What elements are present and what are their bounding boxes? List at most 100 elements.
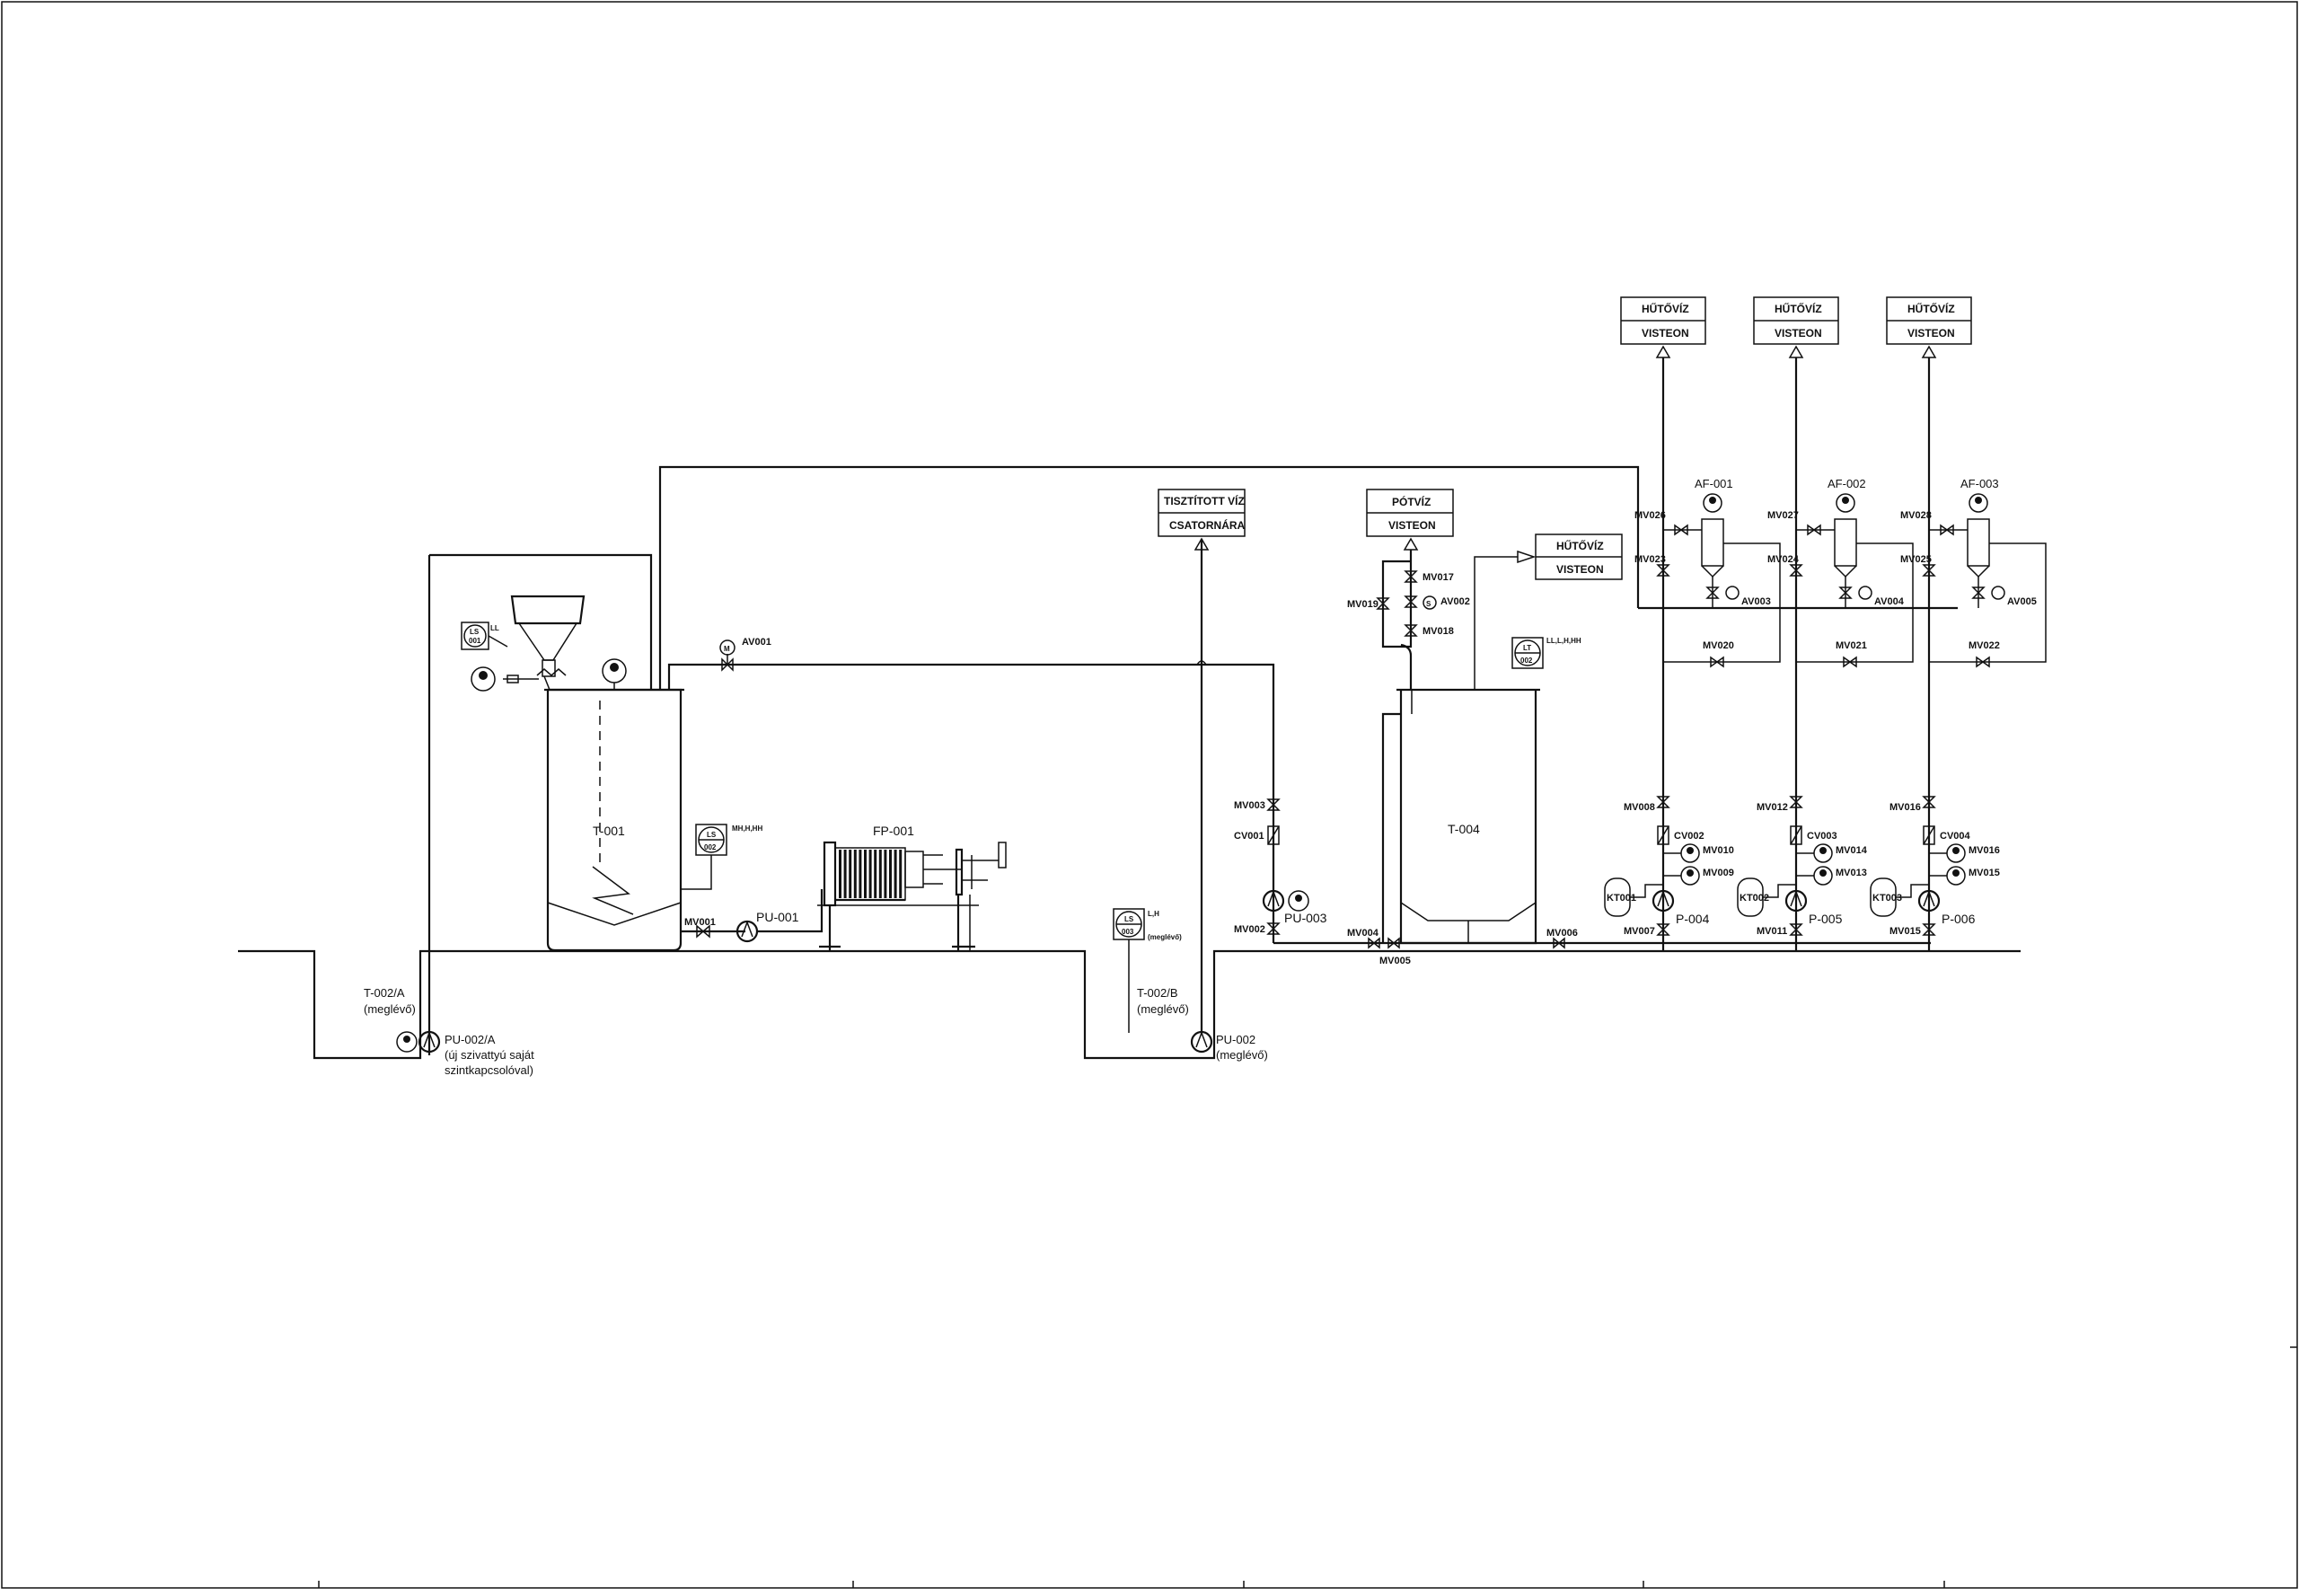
pi-a-1-icon — [1680, 843, 1700, 863]
pu001-pump[interactable]: PU-001 — [736, 910, 799, 943]
valve-bypass-label-2: MV021 — [1836, 640, 1867, 651]
valve-mid-3[interactable] — [1922, 564, 1936, 577]
pump-label-2: P-005 — [1809, 912, 1843, 926]
kt-label-1: KT001 — [1607, 893, 1636, 904]
mv004-valve[interactable]: MV004 — [1347, 928, 1380, 949]
svg-text:LL,L,H,HH: LL,L,H,HH — [1546, 637, 1581, 645]
af-filter-2-bottom — [1834, 565, 1857, 578]
av-valve-3[interactable] — [1971, 586, 1986, 599]
filter-plate — [868, 850, 872, 898]
filter-plate — [843, 850, 847, 898]
av-valve-2[interactable] — [1838, 586, 1853, 599]
line-kt-2 — [1763, 884, 1796, 898]
lt002-instrument: LT 002 LL,L,H,HH — [1511, 637, 1581, 669]
line-af-2-bypass-out — [1856, 542, 1914, 663]
check-valve-2[interactable] — [1790, 825, 1802, 845]
valve-bottom-3[interactable] — [1922, 923, 1936, 936]
arrow-hutoviz-2 — [1788, 345, 1804, 358]
pi-b-2-icon-dot — [1819, 869, 1827, 877]
valve-bypass-3[interactable] — [1976, 656, 1990, 668]
af-filter-2 — [1834, 518, 1857, 567]
box-hutoviz-3-line2: VISTEON — [1907, 327, 1955, 339]
svg-text:CV001: CV001 — [1234, 831, 1264, 842]
pi-a-label-3: MV016 — [1969, 845, 2000, 856]
af-label-1: AF-001 — [1695, 477, 1733, 490]
svg-text:AV001: AV001 — [742, 637, 771, 648]
af-label-2: AF-002 — [1828, 477, 1866, 490]
pi-a-label-1: MV010 — [1703, 845, 1734, 856]
valve-top-3[interactable] — [1940, 524, 1954, 536]
valve-lower-3[interactable] — [1922, 796, 1936, 808]
pump-3-arrow — [1923, 889, 1935, 907]
line-t004-fill — [1381, 712, 1401, 943]
filter-plate — [853, 850, 857, 898]
svg-text:T-002/A: T-002/A — [364, 986, 405, 1000]
af-2-instrument-icon — [1836, 493, 1855, 513]
pump-1-arrow — [1657, 889, 1669, 907]
pump-label-3: P-006 — [1942, 912, 1976, 926]
svg-text:S: S — [1426, 600, 1431, 608]
valve-top-label-3: MV028 — [1900, 510, 1932, 521]
line-bypass-1 — [1662, 608, 1746, 663]
valve-bypass-2[interactable] — [1843, 656, 1857, 668]
filter-plate — [878, 850, 882, 898]
mv018-valve[interactable]: MV018 — [1404, 624, 1454, 637]
valve-top-1[interactable] — [1674, 524, 1688, 536]
pu002-pump[interactable]: PU-002 (meglévő) — [1190, 1030, 1268, 1062]
valve-mid-label-1: MV023 — [1634, 554, 1666, 565]
valve-bypass-1[interactable] — [1710, 656, 1724, 668]
av-valve-1[interactable] — [1705, 586, 1720, 599]
kt-label-3: KT003 — [1872, 893, 1902, 904]
arrow-hutoviz-1 — [1655, 345, 1671, 358]
svg-text:003: 003 — [1122, 928, 1134, 936]
svg-text:LT: LT — [1523, 644, 1531, 652]
valve-lower-2[interactable] — [1789, 796, 1803, 808]
pu003-pump[interactable]: PU-003 — [1262, 889, 1327, 925]
valve-mid-1[interactable] — [1656, 564, 1670, 577]
valve-bottom-1[interactable] — [1656, 923, 1670, 936]
check-valve-label-1: CV002 — [1674, 831, 1704, 842]
svg-text:CSATORNÁRA: CSATORNÁRA — [1169, 518, 1246, 532]
svg-text:PU-003: PU-003 — [1284, 911, 1327, 925]
valve-top-2[interactable] — [1807, 524, 1821, 536]
arrow-hutoviz-3 — [1921, 345, 1937, 358]
af-3-instrument-icon-dot — [1975, 497, 1982, 504]
svg-text:(meglévő): (meglévő) — [1137, 1002, 1189, 1016]
mv006-valve[interactable]: MV006 — [1546, 928, 1578, 949]
af-1-instrument-icon-dot — [1709, 497, 1716, 504]
svg-text:(meglévő): (meglévő) — [364, 1002, 416, 1016]
cv001-valve[interactable]: CV001 — [1234, 825, 1280, 845]
valve-bottom-label-1: MV007 — [1624, 926, 1655, 937]
af-3-instrument-icon — [1969, 493, 1988, 513]
check-valve-3[interactable] — [1923, 825, 1935, 845]
filter-plate — [849, 850, 852, 898]
check-valve-1[interactable] — [1657, 825, 1669, 845]
mv002-valve[interactable]: MV002 — [1234, 922, 1281, 935]
line-t001-loop-left — [429, 553, 653, 690]
svg-text:FP-001: FP-001 — [873, 824, 914, 838]
mv017-valve[interactable]: MV017 — [1404, 570, 1454, 583]
pi-a-2-icon — [1813, 843, 1833, 863]
valve-mid-2[interactable] — [1789, 564, 1803, 577]
mv005-valve[interactable]: MV005 — [1379, 937, 1411, 966]
pu002a-pump[interactable]: PU-002/A (új szivattyú saját szintkapcso… — [396, 1030, 534, 1077]
valve-lower-label-3: MV016 — [1889, 802, 1921, 813]
valve-bottom-2[interactable] — [1789, 923, 1803, 936]
pi-b-label-2: MV013 — [1836, 868, 1867, 878]
box-hutoviz-2-line2: VISTEON — [1775, 327, 1822, 339]
t002a-sump: T-002/A (meglévő) — [364, 986, 416, 1016]
ground-level-line — [238, 949, 2021, 1060]
mv001-valve[interactable]: MV001 — [684, 917, 716, 939]
av001-valve[interactable]: M AV001 — [719, 637, 771, 672]
mv003-valve[interactable]: MV003 — [1234, 798, 1281, 811]
valve-lower-1[interactable] — [1656, 796, 1670, 808]
fp001-filter-press: FP-001 — [817, 824, 1007, 950]
av002-valve[interactable]: S AV002 — [1404, 595, 1470, 610]
svg-text:LL: LL — [490, 624, 499, 632]
valve-lower-label-1: MV008 — [1624, 802, 1655, 813]
line-crossover — [1196, 660, 1207, 666]
mv019-valve[interactable]: MV019 — [1347, 597, 1390, 610]
valve-bottom-label-2: MV011 — [1757, 926, 1787, 937]
